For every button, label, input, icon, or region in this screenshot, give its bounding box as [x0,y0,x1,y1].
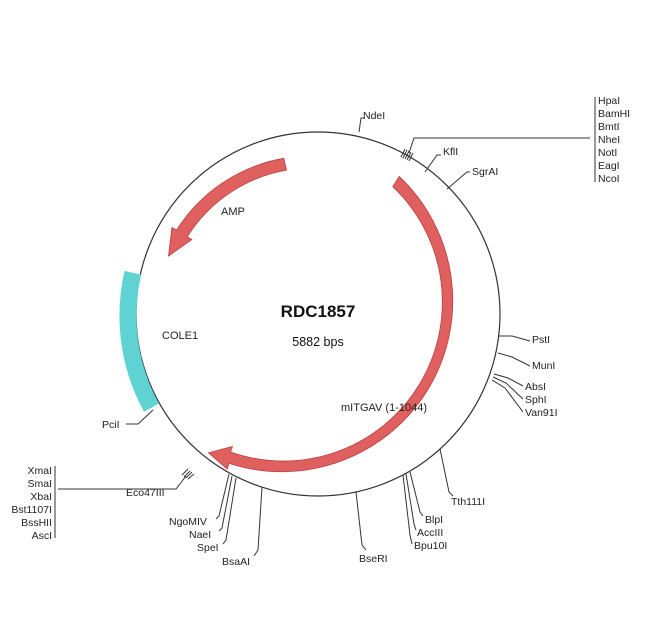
muni-label: MunI [532,360,555,372]
site-sgrai[interactable]: SgrAI [446,166,498,190]
amp-label: AMP [221,206,245,218]
acciii-label: AccIII [417,527,443,539]
sgrai-label: SgrAI [472,166,498,178]
site-bpu10i[interactable]: Bpu10I [402,474,447,552]
site-xbai[interactable]: XbaI [30,491,52,503]
site-ndei[interactable]: NdeI [358,110,385,133]
tth111i-label: Tth111I [451,496,485,508]
naei-label: NaeI [189,529,211,541]
site-acciii[interactable]: AccIII [405,473,443,539]
cluster-bottom-left-leader [58,475,187,490]
site-pcii[interactable]: PciI [102,409,154,431]
bseri-label: BseRI [359,553,388,565]
amp-feature [167,157,287,257]
cole1-feature [119,270,159,412]
cole1-label: COLE1 [162,330,198,342]
site-psti[interactable]: PstI [499,334,550,346]
site-kfli[interactable]: KflI [424,146,458,173]
cluster-bottom-left-labels: XmaI SmaI XbaI Bst1107I BssHII AscI [11,465,52,542]
psti-label: PstI [532,334,550,346]
pcii-label: PciI [102,419,120,431]
site-absi[interactable]: AbsI [493,373,546,393]
spei-label: SpeI [197,542,219,554]
site-muni[interactable]: MunI [497,352,555,372]
site-eco47iii[interactable]: Eco47III [126,487,165,499]
site-bseri[interactable]: BseRI [355,491,388,565]
sphi-label: SphI [525,394,547,406]
site-tth111i[interactable]: Tth111I [439,448,485,508]
mitgav-feature [207,175,454,473]
van91i-label: Van91I [525,407,558,419]
absi-label: AbsI [525,381,546,393]
blpi-label: BlpI [425,514,443,526]
site-nhei[interactable]: NheI [598,134,620,146]
cluster-top-right-leader [408,137,590,154]
site-xmai[interactable]: XmaI [27,465,52,477]
bsaai-label: BsaAI [222,556,250,568]
site-spei[interactable]: SpeI [197,477,237,554]
site-blpi[interactable]: BlpI [409,471,443,526]
site-bst1107i[interactable]: Bst1107I [11,504,52,516]
ndei-label: NdeI [363,110,385,122]
site-bamhi[interactable]: BamHI [598,108,630,120]
mitgav-label: mITGAV (1-1044) [341,402,427,414]
plasmid-name: RDC1857 [281,302,356,321]
plasmid-size: 5882 bps [292,335,343,349]
site-van91i[interactable]: Van91I [491,379,558,419]
amp-arrow [167,157,287,257]
site-naei[interactable]: NaeI [189,475,233,541]
site-bsaai[interactable]: BsaAI [222,486,263,568]
cluster-bottom-left-ticks [54,466,195,538]
site-hpai[interactable]: HpaI [598,95,620,107]
site-eagi[interactable]: EagI [598,160,620,172]
site-bmti[interactable]: BmtI [598,121,620,133]
kfli-label: KflI [443,146,458,158]
mitgav-arrow-body [207,175,454,473]
site-noti[interactable]: NotI [598,147,617,159]
ngomiv-label: NgoMIV [169,516,207,528]
site-smai[interactable]: SmaI [27,478,52,490]
cluster-top-right-ticks [400,97,596,182]
site-sphi[interactable]: SphI [492,376,547,406]
ndei-leader [358,117,364,133]
site-asci[interactable]: AscI [32,530,52,542]
bpu10i-label: Bpu10I [414,540,447,552]
cluster-top-right-labels: HpaI BamHI BmtI NheI NotI EagI NcoI [598,95,630,185]
site-ngomiv[interactable]: NgoMIV [169,473,230,528]
site-bsshii[interactable]: BssHII [21,517,52,529]
site-ncoi[interactable]: NcoI [598,173,620,185]
eco47iii-label: Eco47III [126,487,165,499]
